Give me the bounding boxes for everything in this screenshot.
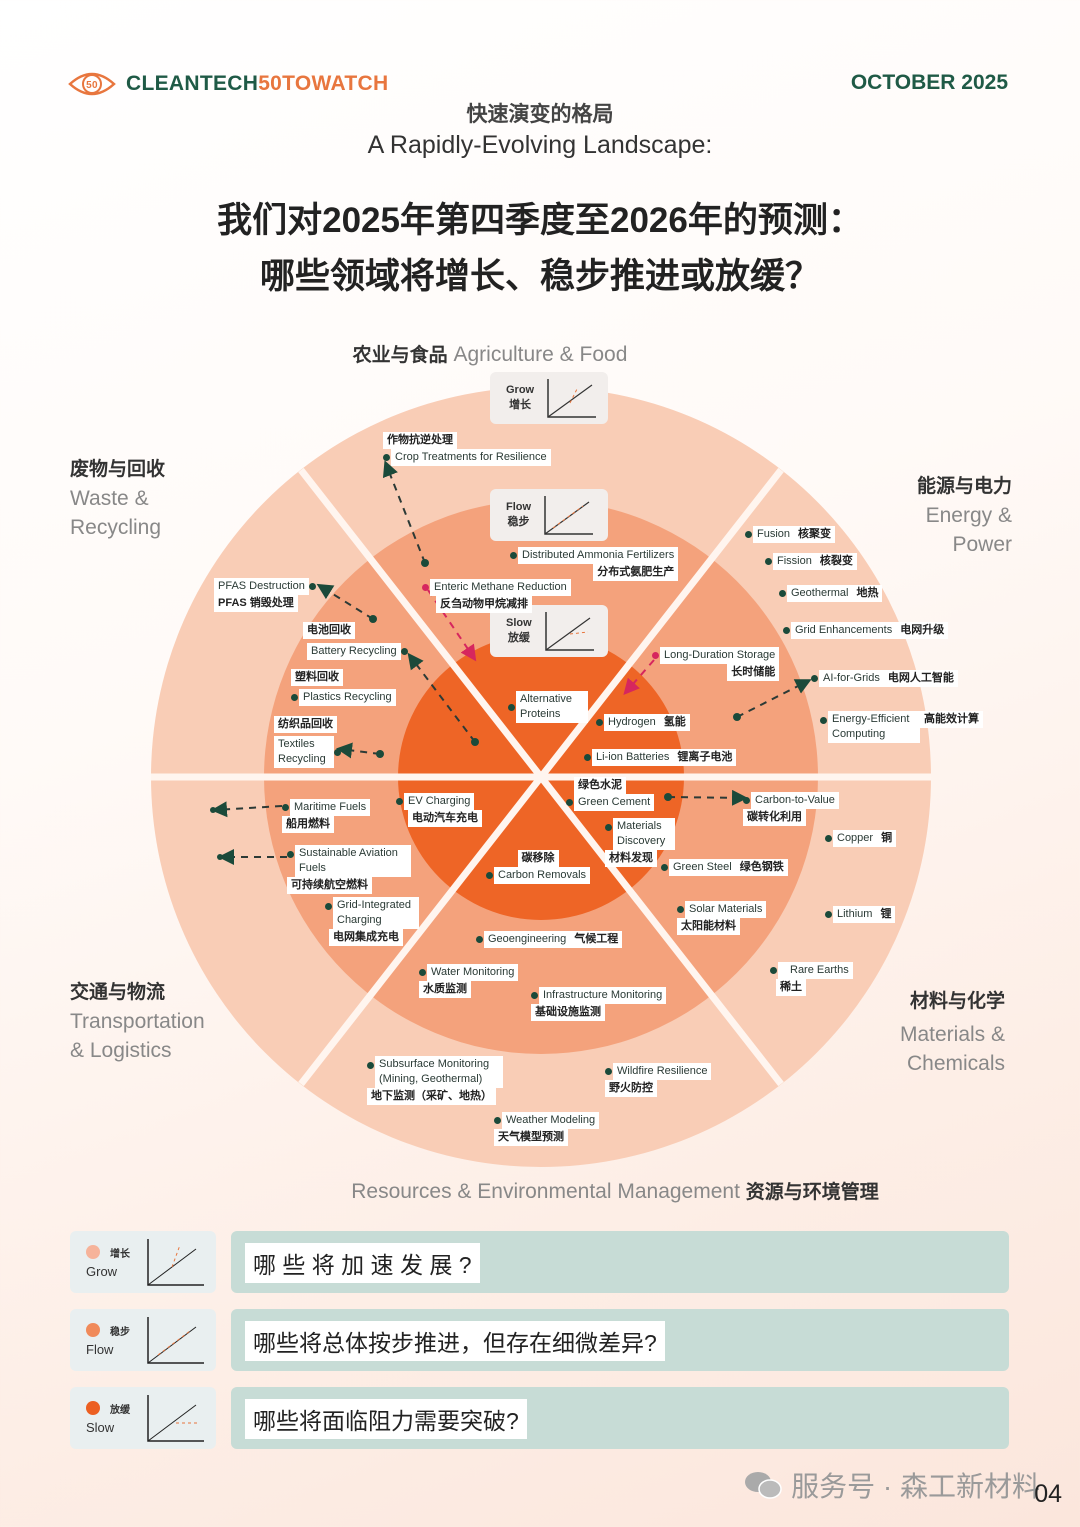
wechat-icon — [745, 1472, 782, 1499]
sector-resources: Resources & Environmental Management 资源与… — [351, 1180, 879, 1203]
movement-arrows — [211, 460, 812, 865]
brand-name: CLEANTECH50TOWATCH — [126, 72, 389, 95]
question-slow: 哪些将面临阻力需要突破? — [231, 1387, 1009, 1449]
brand-logo: 50 CLEANTECH50TOWATCH — [68, 70, 388, 98]
item-subsurface-monitoring: Subsurface Monitoring (Mining, Geotherma… — [367, 1056, 503, 1105]
sector-dividers — [151, 467, 931, 1087]
sector-agriculture: 农业与食品 Agriculture & Food — [352, 343, 628, 366]
origin-dots — [210, 559, 741, 860]
flow-trend-icon — [147, 1317, 204, 1364]
svg-text:50: 50 — [86, 80, 98, 91]
item-energy-efficient-computing: Energy-Efficient Computing高能效计算 — [820, 711, 983, 743]
grow-trend-icon — [147, 1239, 204, 1286]
slow-trend-icon — [544, 612, 594, 651]
slow-trend-icon — [147, 1395, 204, 1442]
eye-logo-icon: 50 — [68, 72, 116, 96]
subtitle-en: A Rapidly-Evolving Landscape: — [367, 131, 713, 159]
grow-trend-icon — [547, 379, 597, 418]
subtitle-cn: 快速演变的格局 — [466, 103, 614, 126]
flow-trend-icon — [544, 496, 594, 535]
page-number: 04 — [1034, 1480, 1062, 1508]
issue-date: OCTOBER 2025 — [850, 71, 1008, 94]
question-grow: 哪 些 将 加 速 发 展 ? — [231, 1231, 1009, 1293]
page-title: 我们对2025年第四季度至2026年的预测：哪些领域将增长、稳步推进或放缓？ — [217, 201, 863, 296]
item-alternative-proteins: Alternative Proteins — [508, 691, 588, 723]
watermark: 服务号 · 森工新材料 — [743, 1465, 1040, 1505]
question-flow: 哪些将总体按步推进，但存在细微差异? — [231, 1309, 1009, 1371]
